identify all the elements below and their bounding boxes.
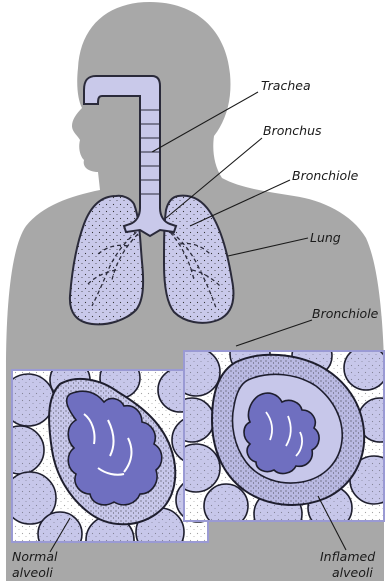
normal-alveoli-label-line2: alveoli [12, 565, 53, 580]
inflamed-alveoli-label-line2: alveoli [332, 565, 373, 580]
bronchiole-label-bottom: Bronchiole [312, 306, 379, 321]
inflamed-alveoli-inset [170, 334, 390, 538]
lung-label: Lung [310, 230, 341, 245]
bronchus-label: Bronchus [263, 123, 322, 138]
inflamed-alveoli-label-line1: Inflamed [320, 549, 375, 564]
normal-alveoli-label-line1: Normal [12, 549, 58, 564]
bronchiole-label-top: Bronchiole [292, 168, 359, 183]
trachea-label: Trachea [261, 78, 311, 93]
